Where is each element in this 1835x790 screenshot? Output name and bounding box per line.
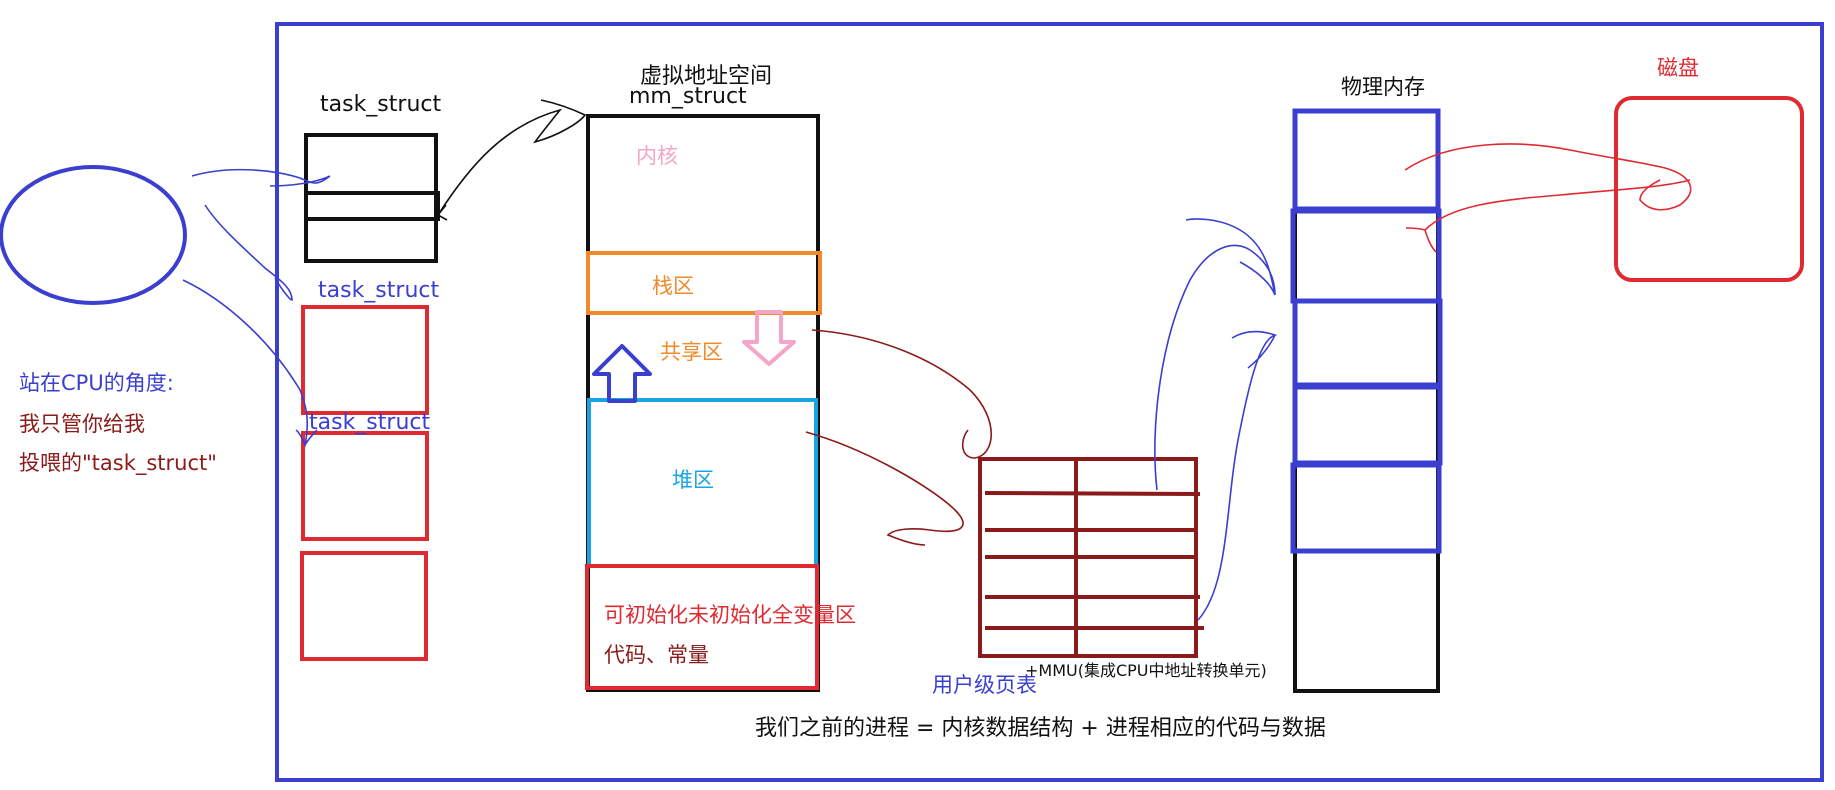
page-table-grid	[978, 457, 1204, 658]
task-struct-label-top: task_struct	[320, 92, 442, 117]
task-struct-mm-field	[304, 191, 440, 221]
physical-memory-label: 物理内存	[1341, 75, 1425, 99]
cpu-view-line-2: 我只管你给我	[19, 412, 145, 436]
physical-memory-pages	[1290, 108, 1443, 554]
data-segment-label: 可初始化未初始化全变量区	[604, 603, 856, 627]
mmu-note-label: +MMU(集成CPU中地址转换单元)	[1025, 661, 1267, 680]
virtual-to-page-table-arrows	[805, 329, 993, 546]
heap-grows-up-arrow	[592, 344, 652, 403]
task-struct-to-mm-struct-arrow	[437, 99, 587, 216]
virtual-address-space-label: 虚拟地址空间	[640, 64, 773, 89]
data-code-region-box	[585, 564, 819, 690]
cpu-view-line-3: 投喂的"task_struct"	[19, 451, 217, 475]
process-formula-label: 我们之前的进程 = 内核数据结构 + 进程相应的代码与数据	[755, 716, 1326, 741]
stack-region-label: 栈区	[652, 274, 694, 298]
user-page-table-label: 用户级页表	[932, 673, 1037, 697]
task-struct-label-third: task_struct	[309, 410, 431, 435]
shared-region-label: 共享区	[660, 340, 723, 364]
disk-label: 磁盘	[1657, 56, 1699, 80]
stack-region-box	[586, 251, 822, 315]
disk-box	[1614, 96, 1804, 282]
heap-region-label: 堆区	[672, 468, 714, 492]
task-struct-box-red-2	[301, 431, 429, 541]
page-table-to-physical-arrows	[1154, 218, 1278, 621]
task-struct-label-second: task_struct	[318, 278, 440, 303]
mm-struct-label: mm_struct	[629, 84, 747, 109]
cpu-view-line-1: 站在CPU的角度:	[19, 371, 174, 395]
memory-disk-swap-arrows	[1404, 143, 1692, 253]
stack-grows-down-arrow	[742, 310, 796, 366]
task-struct-box-red-1	[301, 305, 429, 415]
cpu-to-task-struct-arrows	[182, 168, 331, 448]
task-struct-box-black	[304, 133, 438, 263]
physical-memory-column	[1293, 109, 1440, 693]
task-struct-box-red-3	[300, 551, 428, 661]
kernel-region-label: 内核	[636, 144, 678, 168]
outer-frame	[275, 22, 1824, 782]
code-segment-label: 代码、常量	[604, 643, 709, 667]
cpu-ellipse	[0, 165, 187, 305]
